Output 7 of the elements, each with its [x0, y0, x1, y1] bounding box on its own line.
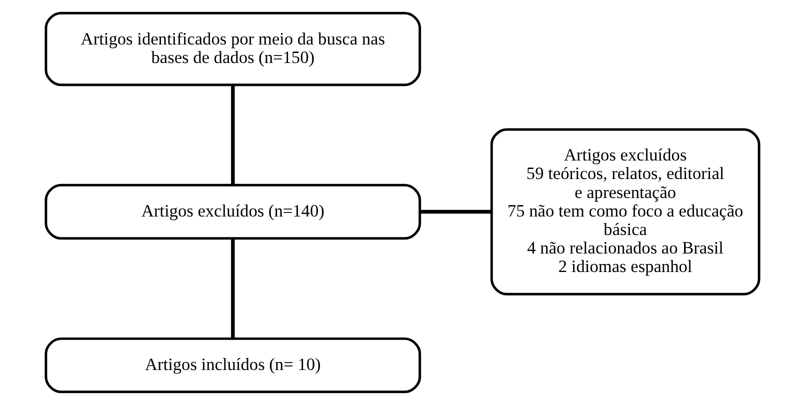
connector [231, 238, 235, 338]
connector [420, 210, 492, 214]
node-box: Artigos excluídos (n=140) [44, 184, 422, 240]
node-box: Artigos identificados por meio da busca nas bases de dados (n=150) [44, 12, 422, 86]
node-box: Artigos incluídos (n= 10) [44, 337, 422, 394]
node-box: Artigos excluídos 59 teóricos, relatos, editorial e apresentação 75 não tem como foco a educação básica 4 não relacionados ao Brasil 2 idiomas espanhol [490, 128, 760, 296]
connector [231, 85, 235, 185]
